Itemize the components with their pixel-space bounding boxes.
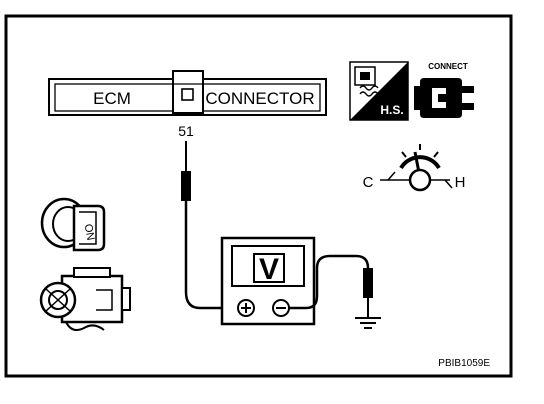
gauge-cold-label: C — [363, 174, 374, 191]
voltmeter: V — [220, 236, 316, 326]
connector-name-label: CONNECTOR — [205, 89, 314, 108]
ground-symbol-icon — [355, 317, 381, 329]
connector-ecm-label: ECM — [93, 89, 131, 108]
engine-icon — [39, 267, 131, 331]
figure-code: PBIB1059E — [438, 358, 490, 369]
ecm-connector: ECM CONNECTOR — [48, 70, 327, 116]
connect-label: CONNECT — [428, 62, 468, 71]
ignition-key-icon: ON — [40, 197, 106, 252]
negative-probe — [289, 254, 373, 318]
ignition-on-label: ON — [82, 223, 97, 241]
terminal-number: 51 — [178, 123, 194, 139]
voltmeter-symbol: V — [259, 253, 279, 286]
connector-key-icon — [181, 88, 194, 101]
diagram-frame — [4, 14, 513, 378]
hot-state-icon: H.S. — [349, 61, 409, 121]
positive-probe — [181, 171, 238, 310]
temperature-gauge-icon: C H — [363, 144, 466, 192]
hot-state-label: H.S. — [380, 103, 403, 117]
connect-icon: CONNECT — [414, 62, 474, 118]
gauge-hot-label: H — [455, 174, 466, 191]
